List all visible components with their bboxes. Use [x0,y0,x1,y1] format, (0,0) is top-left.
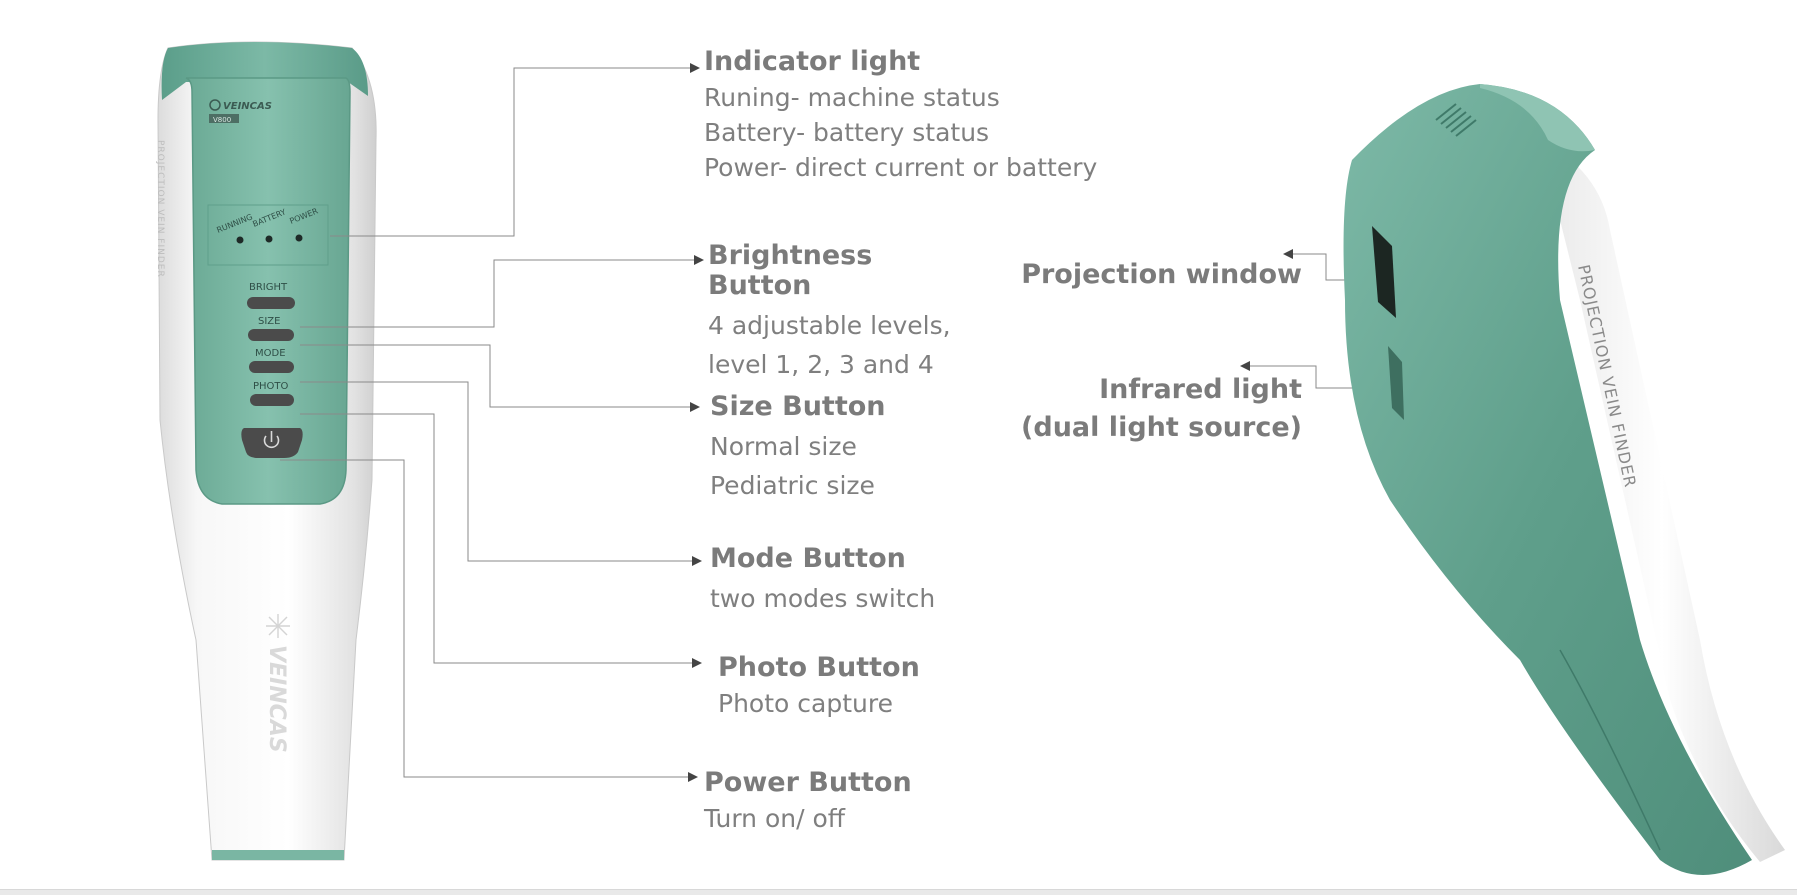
device-side-teal [1343,84,1752,875]
callout-indicator-light: Indicator light Runing- machine status B… [704,46,1098,183]
arrow-brightness [694,255,704,265]
indicator-panel [207,204,329,266]
callout-size-button: Size Button Normal size Pediatric size [710,391,886,501]
button-label-mode: MODE [255,348,286,359]
brand-logo-icon [209,99,221,111]
callout-title: Indicator light [704,46,921,77]
connector-photo [300,413,692,664]
size-button [248,329,294,341]
arrow-size [690,402,700,412]
indicator-light-battery [265,235,273,243]
callout-line: Battery- battery status [704,118,990,147]
callout-title: Power Button [704,767,912,798]
button-label-size: SIZE [258,316,280,327]
power-icon [263,431,280,449]
projection-window [1372,226,1396,318]
device-base [212,850,344,860]
callout-line: Turn on/ off [704,804,845,833]
callout-projection-window: Projection window [1000,256,1302,294]
callout-power-button: Power Button Turn on/ off [704,767,912,834]
brand-watermark-text: VEINCAS [264,645,289,753]
callout-photo-button: Photo Button Photo capture [718,652,920,719]
connector-indicator [330,67,690,237]
callout-line: Normal size [710,432,857,461]
bottom-rule [0,889,1797,895]
button-label-photo: PHOTO [253,381,289,392]
callout-title: Brightness Button [708,240,873,301]
infrared-window [1388,346,1404,420]
brand-watermark-icon [266,614,290,638]
arrow-infrared [1240,361,1250,371]
connector-brightness [300,259,694,328]
infrared-label-line2: (dual light source) [1021,412,1302,443]
connector-mode [300,381,692,562]
side-text: PROJECTION VEIN FINDER [155,140,165,278]
arrow-projection-window [1283,249,1293,259]
arrow-indicator [690,63,700,73]
device-side-white [1540,140,1785,862]
callout-line: Photo capture [718,689,893,718]
arrow-photo [692,658,702,668]
infrared-label-line1: Infrared light [1099,374,1302,405]
projection-window-label: Projection window [1021,259,1302,290]
callout-line: Pediatric size [710,471,875,500]
device-top-cap [161,42,368,100]
vent-grille-icon [1435,103,1477,137]
connector-power [280,459,688,778]
device-side-rim [1480,84,1595,152]
callout-title: Mode Button [710,543,906,574]
callout-mode-button: Mode Button two modes switch [710,543,936,614]
vein-finder-front-view: VEINCAS V800 PROJECTION VEIN FINDER RUNN… [155,41,377,861]
indicator-light-power [295,234,303,242]
control-panel [185,77,351,505]
brand-text: VEINCAS [223,101,272,112]
photo-button [250,394,294,406]
callout-connectors [280,63,704,782]
arrow-power [688,772,698,782]
callout-title: Photo Button [718,652,920,683]
callout-line: two modes switch [710,584,936,613]
brightness-button [247,297,295,309]
callout-title: Size Button [710,391,886,422]
callout-line: 4 adjustable levels, [708,311,951,340]
callout-line: Runing- machine status [704,83,1000,112]
indicator-light-running [236,236,244,244]
mode-button [249,361,294,373]
power-button [241,428,303,458]
callout-brightness-button: Brightness Button 4 adjustable levels, l… [708,240,951,380]
callout-infrared-light: Infrared light (dual light source) [1000,371,1302,447]
connector-size [300,344,690,408]
callout-line: Power- direct current or battery [704,153,1098,182]
model-text: V800 [213,116,231,124]
callout-line: level 1, 2, 3 and 4 [708,350,934,379]
arrow-mode [692,556,702,566]
vein-finder-side-view: PROJECTION VEIN FINDER [1240,84,1785,875]
button-label-bright: BRIGHT [249,282,288,293]
